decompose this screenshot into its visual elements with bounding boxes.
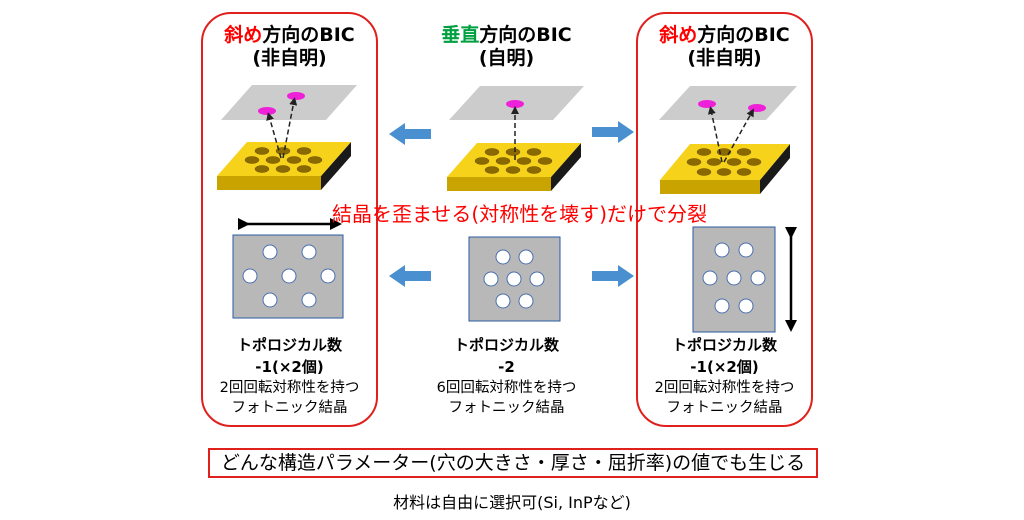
left-dash-ray-1 (266, 112, 282, 159)
left-topological-number: トポロジカル数 -1(×2個) (201, 334, 378, 378)
right-dash-ray-2 (723, 108, 754, 163)
arrow-left-icon (389, 123, 431, 145)
center-spot (506, 100, 524, 108)
left-topo-label: トポロジカル数 (236, 336, 342, 354)
left-topo-value: -1(×2個) (255, 358, 324, 376)
right-screen (659, 86, 797, 120)
left-panel-title: 斜め方向のBIC (非自明) (201, 24, 378, 70)
left-spot-2 (287, 92, 305, 100)
center-topological-number: トポロジカル数 -2 (418, 334, 595, 378)
center-topo-value: -2 (498, 358, 515, 376)
right-title-highlight: 斜め (659, 24, 698, 46)
arrow-right-icon (592, 121, 634, 143)
left-title-highlight: 斜め (224, 24, 263, 46)
center-panel-title: 垂直方向のBIC (自明) (418, 24, 595, 70)
left-title-line2: (非自明) (252, 47, 327, 69)
right-topo-label: トポロジカル数 (671, 336, 777, 354)
right-title-line2: (非自明) (687, 47, 762, 69)
left-title-rest: 方向のBIC (262, 24, 355, 46)
center-screen (449, 86, 584, 120)
right-panel-frame (636, 12, 813, 427)
left-desc-line2: フォトニック結晶 (231, 400, 348, 416)
right-dash-ray-1 (707, 106, 723, 163)
left-desc-line1: 2回回転対称性を持つ (219, 380, 360, 396)
right-spot-2 (748, 104, 766, 112)
left-panel-frame (201, 12, 378, 427)
center-title-line2: (自明) (478, 47, 535, 69)
right-topo-value: -1(×2個) (690, 358, 759, 376)
left-slab (217, 142, 351, 190)
right-topological-number: トポロジカル数 -1(×2個) (636, 334, 813, 378)
right-crystal-description: 2回回転対称性を持つ フォトニック結晶 (636, 378, 813, 418)
center-slab (447, 143, 581, 191)
right-slab (660, 144, 790, 194)
center-desc-line2: フォトニック結晶 (448, 400, 565, 416)
material-note: 材料は自由に選択可(Si, InPなど) (393, 493, 631, 512)
arrow-left-icon (389, 265, 431, 287)
center-desc-line1: 6回回転対称性を持つ (436, 380, 577, 396)
left-screen (221, 85, 357, 120)
right-spot-1 (698, 100, 716, 108)
right-panel-title: 斜め方向のBIC (非自明) (636, 24, 813, 70)
center-crystal-description: 6回回転対称性を持つ フォトニック結晶 (418, 378, 595, 418)
arrow-right-icon (592, 265, 634, 287)
left-crystal-description: 2回回転対称性を持つ フォトニック結晶 (201, 378, 378, 418)
parameter-statement-box: どんな構造パラメーター(穴の大きさ・厚さ・屈折率)の値でも生じる (208, 448, 818, 478)
center-topo-label: トポロジカル数 (453, 336, 559, 354)
right-title-rest: 方向のBIC (697, 24, 790, 46)
distortion-banner: 結晶を歪ませる(対称性を壊す)だけで分裂 (332, 202, 708, 226)
right-desc-line1: 2回回転対称性を持つ (654, 380, 795, 396)
right-desc-line2: フォトニック結晶 (666, 400, 783, 416)
left-dash-ray-2 (282, 97, 298, 159)
center-title-rest: 方向のBIC (479, 24, 572, 46)
left-spot-1 (258, 107, 276, 115)
center-title-highlight: 垂直 (441, 24, 480, 46)
